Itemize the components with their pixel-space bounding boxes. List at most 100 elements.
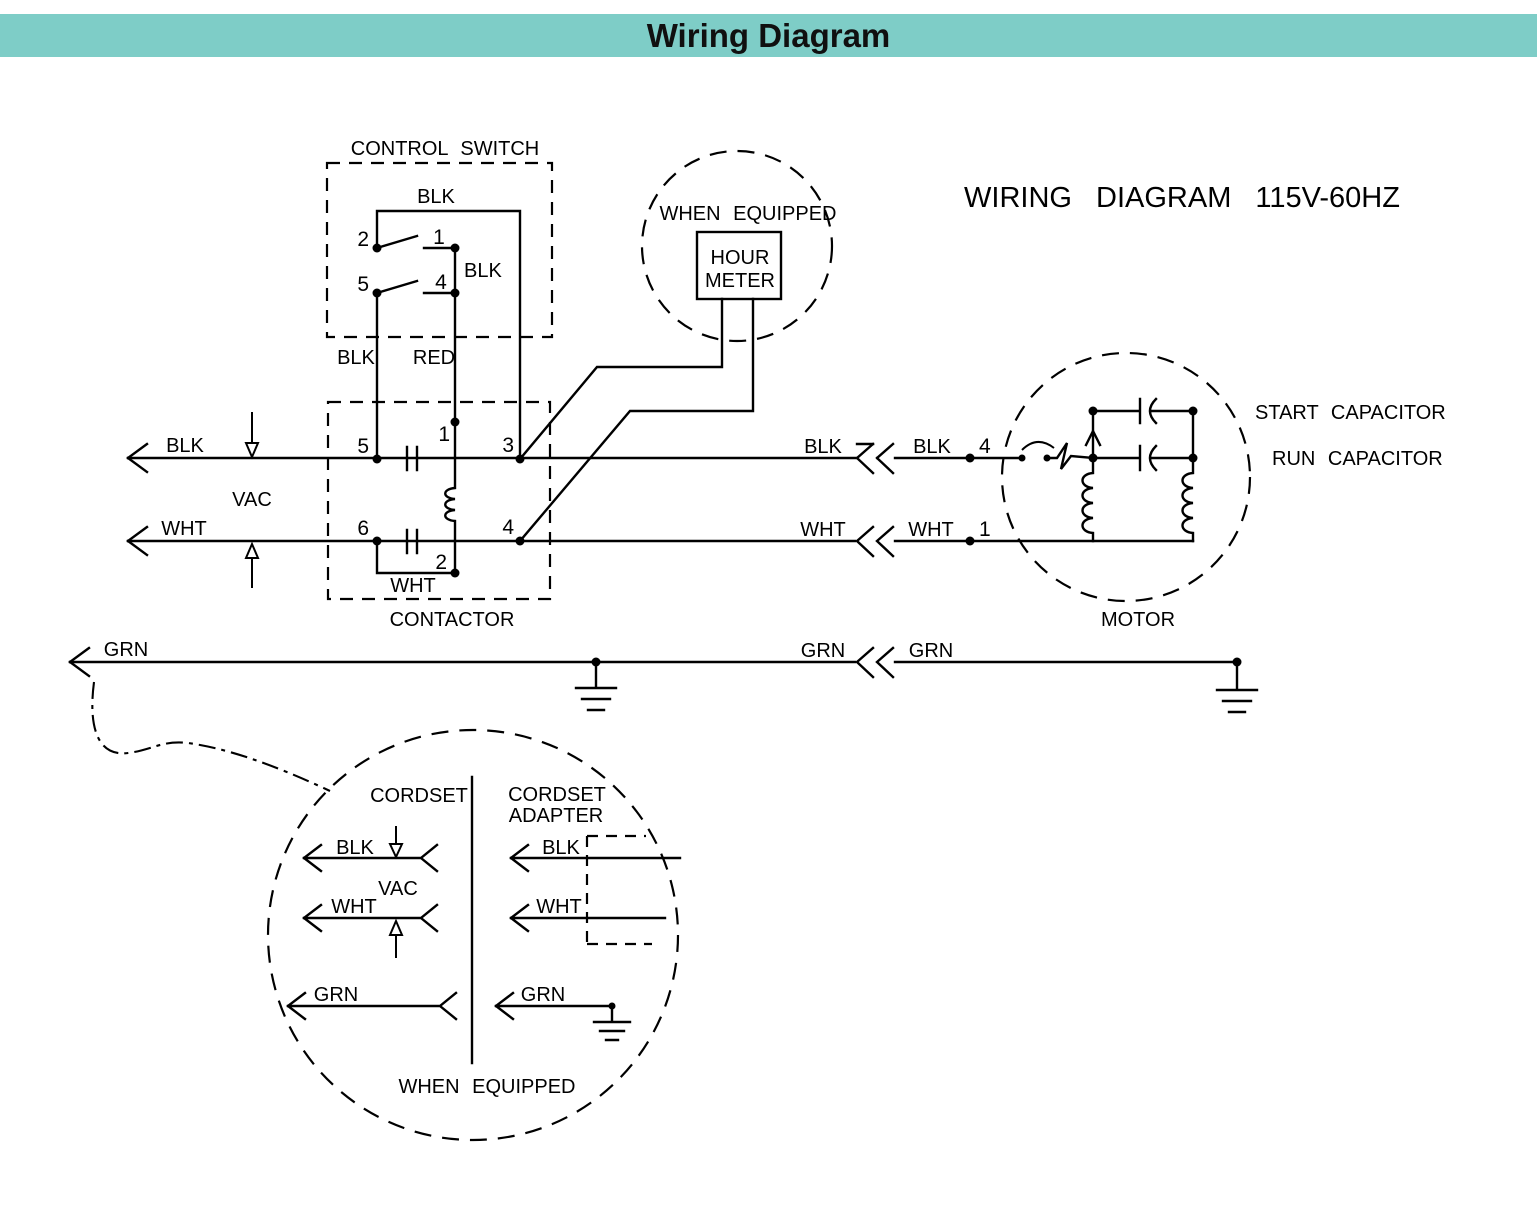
ct-terminal-2: 2 <box>435 551 447 574</box>
cordset-detail: CORDSET CORDSET ADAPTER BLK VAC WHT GRN … <box>266 728 682 1142</box>
terminal-dot <box>515 454 525 464</box>
wht-connector-left-label: WHT <box>800 519 846 541</box>
motor-outline <box>1000 351 1252 603</box>
hour-meter-wire-2 <box>518 297 755 543</box>
wire-end-arrow-icon <box>68 646 91 678</box>
control-switch-outline <box>325 161 554 339</box>
adapter-grn-wire <box>494 991 614 1021</box>
adapter-grn-label: GRN <box>521 984 565 1006</box>
cs-terminal-2: 2 <box>357 228 369 251</box>
wht-supply-line: WHT WHT WHT 1 <box>126 518 1195 588</box>
capacitor-plate <box>1091 397 1142 425</box>
motor-terminal-blk: 4 <box>979 435 991 458</box>
terminal-dot <box>372 536 382 546</box>
capacitor-curved-plate <box>1148 444 1195 472</box>
cs-bottom-red-label: RED <box>413 347 455 369</box>
hour-meter-box <box>695 230 783 301</box>
motor-terminal-dot <box>965 536 975 546</box>
adapter-wht-wire <box>509 903 667 933</box>
capacitor-plate <box>1091 444 1142 472</box>
wire-blk-top <box>375 209 522 461</box>
adapter-blk-label: BLK <box>542 837 580 859</box>
blk-label-left: BLK <box>166 435 204 457</box>
ct-terminal-4: 4 <box>502 516 514 539</box>
terminal-dot <box>450 568 460 578</box>
blk-connector-left-label: BLK <box>804 436 842 458</box>
vac-up-arrow-icon <box>244 541 260 559</box>
hour-meter-callout: WHEN EQUIPPED HOUR METER <box>518 149 837 543</box>
terminal-dot <box>372 243 382 253</box>
motor-terminal-wht: 1 <box>979 518 991 541</box>
control-switch-top-wire-label: BLK <box>417 186 455 208</box>
cordset-adapter-title-2: ADAPTER <box>509 805 603 827</box>
cordset-blk-label: BLK <box>336 837 374 859</box>
hour-meter-wire-1 <box>518 297 724 461</box>
control-switch-title: CONTROL SWITCH <box>351 138 539 160</box>
cordset-adapter-title-1: CORDSET <box>508 784 606 806</box>
blk-supply-line: BLK VAC BLK BLK 4 <box>126 412 1024 511</box>
grn-label-left: GRN <box>104 639 148 661</box>
switch-contact-dot <box>1018 454 1026 462</box>
cordset-condition-label: WHEN EQUIPPED <box>398 1076 575 1098</box>
hour-meter-name-1: HOUR <box>711 247 770 269</box>
cs-inner-wire-label: BLK <box>464 260 502 282</box>
motor-winding-coil <box>1081 456 1095 543</box>
page-title: Wiring Diagram <box>646 16 891 54</box>
ct-terminal-5: 5 <box>357 435 369 458</box>
vac-label: VAC <box>232 489 272 511</box>
wire-end-arrow-icon <box>126 442 149 474</box>
cs-terminal-5: 5 <box>357 273 369 296</box>
contactor: 5 3 1 6 4 2 WHT CONTACTOR <box>326 400 552 631</box>
wht-jumper-wire <box>375 539 457 575</box>
junction-dot <box>1188 406 1198 416</box>
capacitor-curved-plate <box>1148 397 1195 425</box>
contactor-outline <box>326 400 552 601</box>
inline-connector-icon <box>855 442 895 475</box>
cordset-wht-label: WHT <box>331 896 377 918</box>
terminal-dot <box>450 417 460 427</box>
terminal-dot <box>515 536 525 546</box>
cordset-wht-wire <box>302 903 439 933</box>
cordset-detail-circle <box>266 728 680 1142</box>
grn-ground-line: GRN GRN GRN <box>68 639 1259 714</box>
cordset-vac-label: VAC <box>378 878 418 900</box>
terminal-dot <box>450 288 460 298</box>
ct-jumper-label: WHT <box>390 575 436 597</box>
junction-dot <box>1088 453 1098 463</box>
centrifugal-switch-arc <box>1021 441 1055 451</box>
up-arrow-icon <box>1084 428 1102 447</box>
cordset-grn-label: GRN <box>314 984 358 1006</box>
motor-winding-coil <box>1181 456 1195 543</box>
contact-symbol <box>405 528 419 555</box>
cs-terminal-4: 4 <box>435 271 447 294</box>
cordset-blk-wire <box>302 843 439 873</box>
cordset-grn-wire <box>286 991 458 1021</box>
motor-terminal-dot <box>965 453 975 463</box>
contactor-coil <box>444 420 457 575</box>
wire-end-arrow-icon <box>126 525 149 557</box>
motor-label: MOTOR <box>1101 609 1175 631</box>
inline-connector-icon <box>855 646 895 679</box>
adapter-wht-label: WHT <box>536 896 582 918</box>
cs-bottom-blk-label: BLK <box>337 347 375 369</box>
grn-connector-left-label: GRN <box>801 640 845 662</box>
terminal-dot <box>372 454 382 464</box>
vac-up-arrow-icon <box>388 918 404 936</box>
callout-leader-line <box>91 681 331 792</box>
ct-terminal-6: 6 <box>357 517 369 540</box>
vac-down-arrow-icon <box>244 442 260 460</box>
contactor-title: CONTACTOR <box>390 609 515 631</box>
terminal-dot <box>450 243 460 253</box>
adapter-outline <box>585 834 652 946</box>
earth-ground-icon <box>592 1004 632 1042</box>
ct-terminal-3: 3 <box>502 434 514 457</box>
wht-label-left: WHT <box>161 518 207 540</box>
motor: START CAPACITOR RUN CAPACITOR MOTOR <box>1000 351 1446 631</box>
cs-terminal-1: 1 <box>433 226 445 249</box>
earth-ground-icon <box>1215 660 1259 714</box>
terminal-dot <box>372 288 382 298</box>
diagram-heading: WIRING DIAGRAM 115V-60HZ <box>964 182 1400 214</box>
wht-connector-right-label: WHT <box>908 519 954 541</box>
grn-connector-right-label: GRN <box>909 640 953 662</box>
